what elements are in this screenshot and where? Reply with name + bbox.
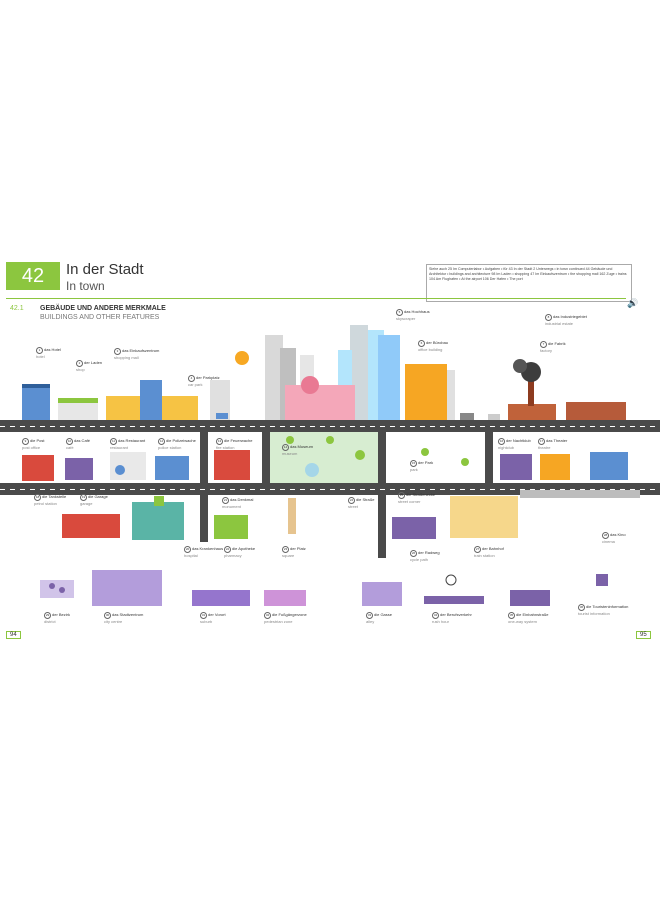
garage-building	[62, 514, 120, 538]
section-title-english: BUILDINGS AND OTHER FEATURES	[40, 314, 160, 321]
district-icon	[40, 580, 74, 598]
nightclub-building	[500, 454, 532, 480]
header-divider	[6, 298, 626, 299]
museum-building	[285, 385, 355, 420]
page-number-left: 94	[6, 631, 21, 639]
theatre-building	[540, 454, 570, 480]
alley-icon	[362, 582, 402, 606]
section-number: 42.1	[10, 305, 24, 312]
shop-building	[58, 400, 98, 420]
restaurant-building	[110, 452, 146, 480]
section-title-german: GEBÄUDE UND ANDERE MERKMALE	[40, 305, 166, 312]
page-title-english: In town	[66, 279, 105, 293]
cinema-building	[590, 452, 628, 480]
pharmacy-building	[214, 515, 248, 539]
street-corner-building	[392, 517, 436, 539]
page-title-german: In der Stadt	[66, 261, 144, 278]
fire-station-building	[214, 450, 250, 480]
train	[520, 490, 640, 498]
train-station-building	[450, 496, 518, 538]
office-building	[405, 364, 447, 420]
one-way-system-icon	[510, 590, 550, 606]
page-number-right: 95	[636, 631, 651, 639]
factory-building	[508, 404, 556, 420]
sun-icon	[235, 351, 249, 365]
side-road-2	[262, 432, 270, 492]
rush-hour-icon	[424, 574, 484, 604]
monument	[288, 498, 296, 534]
side-road-4	[485, 432, 493, 484]
hotel-building	[22, 386, 50, 420]
tourist-information-icon	[596, 574, 608, 586]
pedestrian-zone-icon	[264, 590, 306, 606]
cafe-building	[65, 458, 93, 480]
post-office-building	[22, 455, 54, 481]
chapter-number-badge: 42	[6, 262, 60, 290]
city-centre-icon	[92, 570, 162, 606]
police-station-building	[155, 456, 189, 480]
industrial-estate	[566, 402, 626, 420]
see-also-box: Siehe auch 25 Im Computerlabor • Aufgabe…	[426, 264, 632, 302]
hospital-building	[132, 502, 184, 540]
audio-speaker-icon[interactable]: 🔊	[627, 298, 639, 308]
side-road-3	[378, 432, 386, 558]
suburb-icon	[192, 590, 250, 606]
side-road-1	[200, 432, 208, 542]
